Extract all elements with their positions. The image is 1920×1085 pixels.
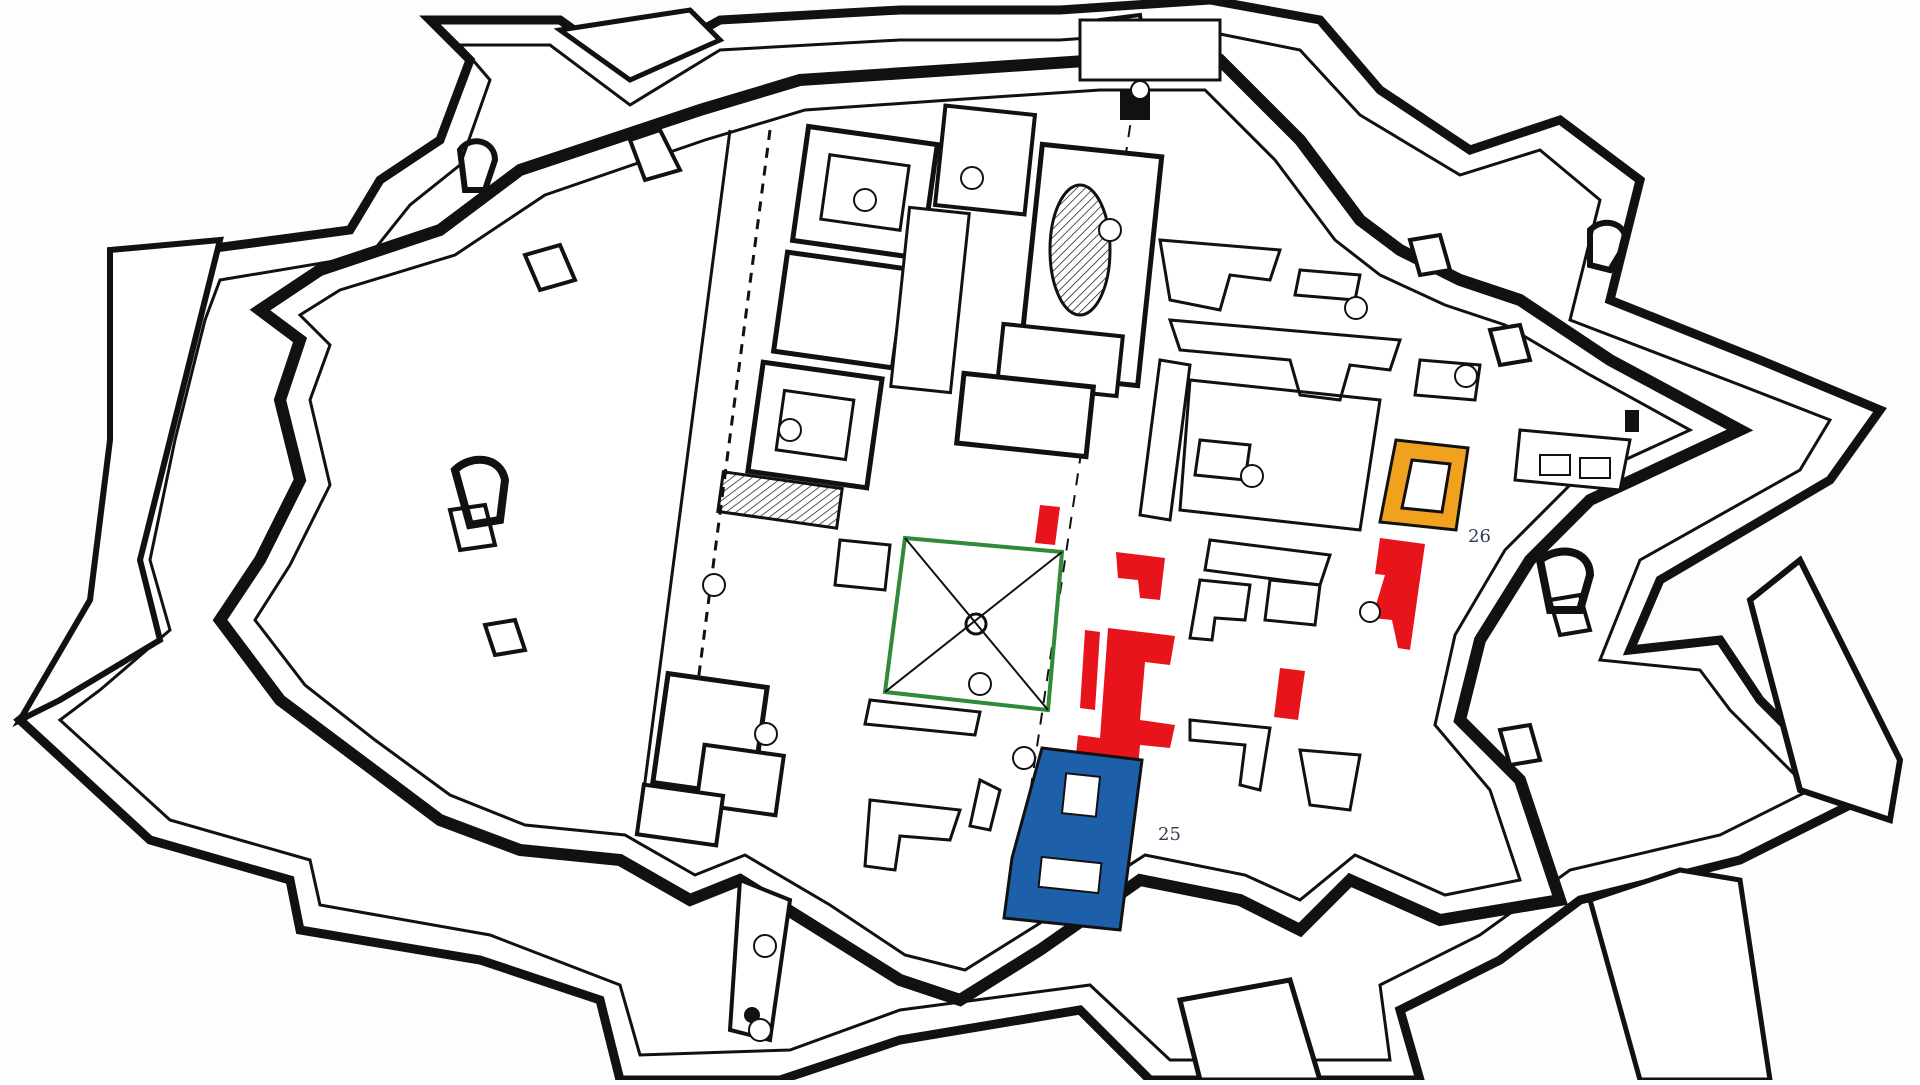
town-buildings <box>634 18 1639 1043</box>
numbered-markers <box>702 80 1478 1042</box>
red-building-5 <box>1372 538 1425 650</box>
inner-star-wall-shadow <box>253 88 1694 972</box>
red-building-1 <box>1116 552 1165 600</box>
red-building-3 <box>1080 630 1100 710</box>
map-labels: 25 26 <box>1158 526 1491 845</box>
ravelins <box>12 7 1904 1083</box>
outer-star-wall-inner <box>57 28 1833 1062</box>
label-25: 25 <box>1158 824 1181 845</box>
red-building-4 <box>1274 668 1305 720</box>
inner-rampart <box>212 12 1754 1007</box>
label-26: 26 <box>1468 526 1491 547</box>
inner-star-wall <box>212 54 1754 1007</box>
highlighted-features <box>882 438 1470 932</box>
red-building-6 <box>1035 505 1060 545</box>
